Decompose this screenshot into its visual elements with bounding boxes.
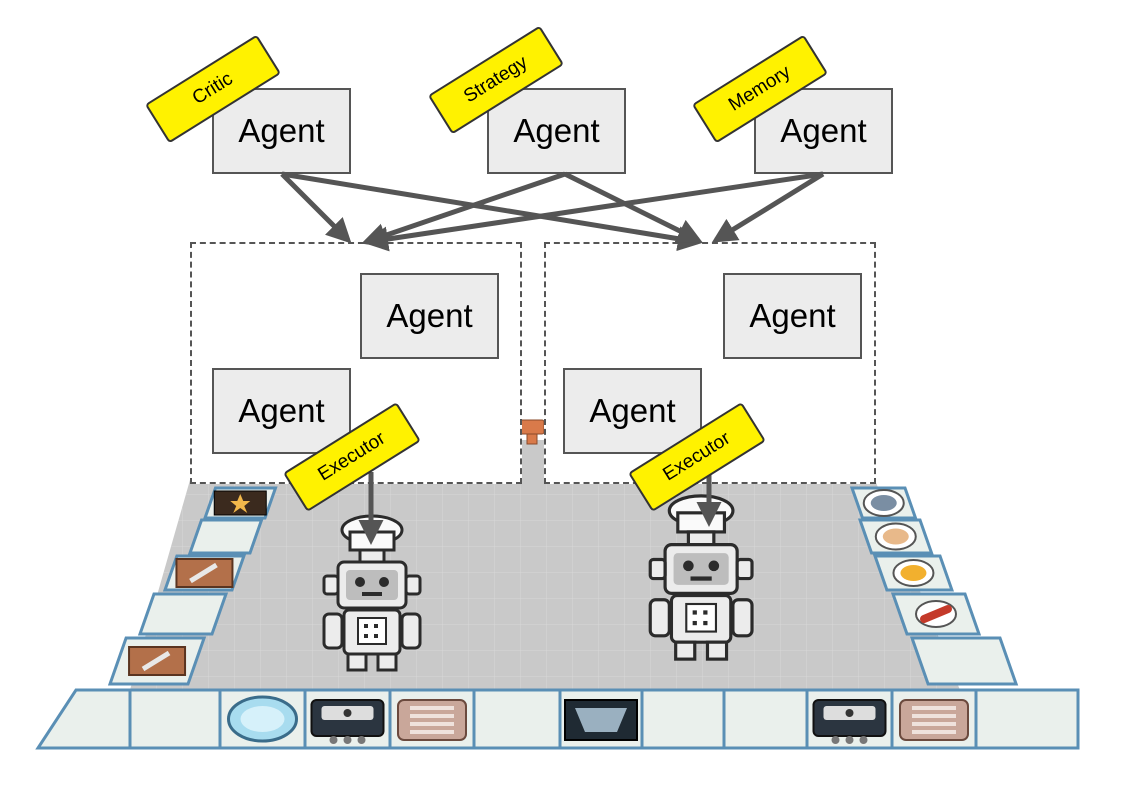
counter-tile	[857, 518, 934, 555]
counter-tile	[722, 688, 809, 750]
counter-tile	[388, 688, 476, 750]
counter-tile	[162, 554, 247, 592]
counter-tile	[872, 554, 955, 592]
counter-tile	[849, 486, 918, 520]
counter-tile	[909, 636, 1019, 686]
counter-tile	[187, 518, 264, 555]
serving-window-icon	[564, 699, 638, 741]
group-left-agent-bottom: Agent	[212, 368, 351, 454]
cutting-board-icon	[175, 558, 234, 588]
counter-tile	[640, 688, 726, 750]
cheese-icon	[892, 559, 935, 587]
onion-icon	[874, 522, 917, 551]
kitchen-counters	[35, 486, 1080, 750]
counter-tile	[558, 688, 644, 750]
sausage-icon	[915, 600, 957, 628]
counter-tile	[805, 688, 894, 750]
star-crate-icon	[213, 490, 267, 516]
group-right-agent-top: Agent	[723, 273, 862, 359]
top-agent-critic: Agent	[212, 88, 351, 174]
plate-icon	[227, 695, 298, 743]
group-left-agent-top: Agent	[360, 273, 499, 359]
grill-icon	[397, 699, 467, 741]
fish-icon	[862, 489, 905, 517]
corridor	[520, 440, 545, 485]
counter-tile	[35, 688, 132, 750]
counter-tile	[890, 688, 978, 750]
cutting-board-icon	[128, 646, 187, 676]
top-agent-strategy: Agent	[487, 88, 626, 174]
stove-icon	[310, 699, 385, 744]
top-agent-memory: Agent	[754, 88, 893, 174]
counter-tile	[128, 688, 222, 750]
counter-tile	[890, 592, 982, 636]
counter-tile	[218, 688, 307, 750]
grill-icon	[899, 699, 969, 741]
counter-tile	[303, 688, 392, 750]
counter-tile	[472, 688, 562, 750]
counter-tile	[137, 592, 229, 636]
counter-tile	[202, 486, 278, 520]
counter-tile	[107, 636, 207, 686]
stove-icon	[812, 699, 887, 744]
counter-tile	[974, 688, 1080, 750]
